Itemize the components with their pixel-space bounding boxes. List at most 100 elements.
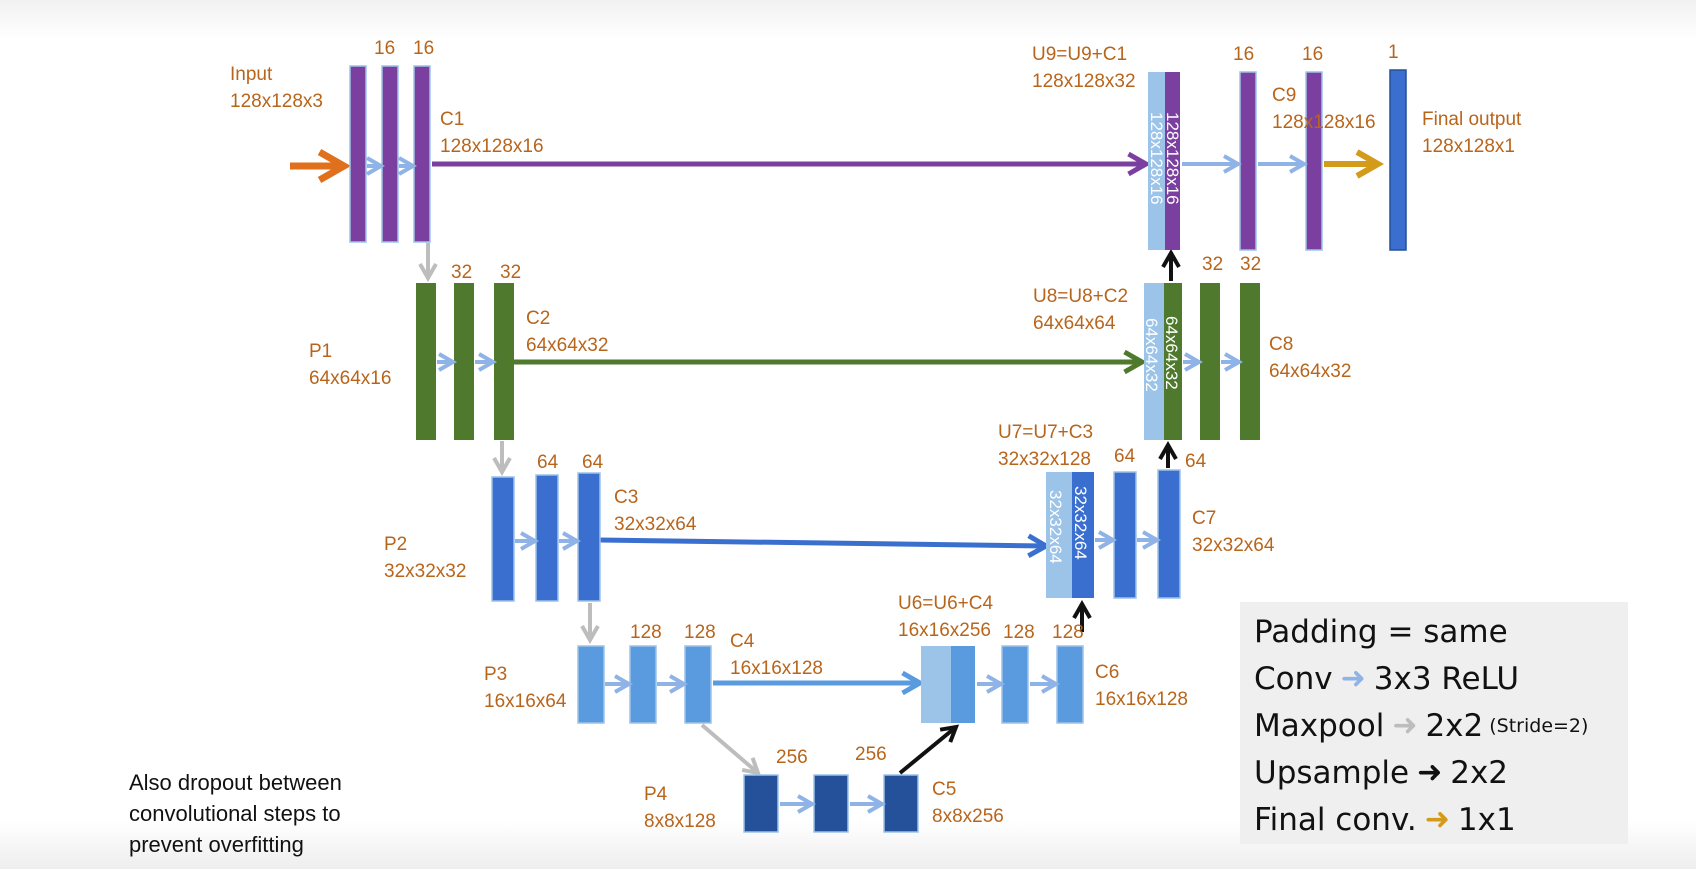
c4-block-2: [684, 645, 712, 724]
c7-filters-1: 64: [1114, 446, 1136, 467]
dropout-footnote: Also dropout between convolutional steps…: [129, 767, 429, 860]
c1-filters-2: 16: [413, 38, 434, 59]
legend-final-value: 1x1: [1457, 801, 1516, 838]
c3-filters-1: 64: [537, 452, 559, 473]
legend-maxpool-label: Maxpool: [1254, 707, 1385, 744]
legend-upsample-label: Upsample: [1254, 754, 1410, 791]
u9-bar-dark-label: 128x128x16: [1163, 112, 1182, 205]
legend-box: Padding = same Conv ➜ 3x3 ReLU Maxpool ➜…: [1240, 602, 1628, 844]
c1-filters-1: 16: [374, 38, 395, 59]
c6-filters-1: 128: [1003, 622, 1035, 643]
c5-filters-2: 256: [855, 744, 887, 765]
legend-maxpool: Maxpool ➜ 2x2 (Stride=2): [1254, 702, 1628, 749]
legend-maxpool-note: (Stride=2): [1489, 714, 1589, 737]
c9-filters-1: 16: [1233, 44, 1254, 65]
c8-filters-1: 32: [1202, 254, 1223, 275]
footnote-line-2: convolutional steps to: [129, 801, 341, 826]
u7-block-up: [1072, 472, 1094, 598]
legend-conv: Conv ➜ 3x3 ReLU: [1254, 655, 1628, 702]
u8-block-up: [1164, 283, 1182, 440]
skip-arrow-c3-u7: [599, 533, 1052, 558]
c1-block-3: [413, 65, 431, 243]
maxpool-arrow-c4-p4: [700, 723, 762, 776]
c4-filters-1: 128: [630, 622, 662, 643]
legend-conv-value: 3x3 ReLU: [1373, 660, 1520, 697]
legend-upsample: Upsample ➜ 2x2: [1254, 749, 1628, 796]
c2-block-1: [454, 283, 474, 440]
c8-block-1: [1200, 283, 1220, 440]
c6-block-1: [1001, 645, 1029, 724]
legend-conv-label: Conv: [1254, 660, 1333, 697]
u8-bar-dark-label: 64x64x32: [1162, 316, 1181, 390]
legend-final-label: Final conv.: [1254, 801, 1417, 838]
u7-bar-dark-label: 32x32x64: [1071, 486, 1090, 560]
final-filters: 1: [1388, 42, 1399, 63]
c7-filters-2: 64: [1185, 451, 1207, 472]
c2-filters-1: 32: [451, 262, 472, 283]
conv-arrow-icon: ➜: [1340, 661, 1366, 696]
c5-block-1: [813, 774, 849, 833]
legend-padding-text: Padding = same: [1254, 613, 1508, 650]
legend-maxpool-value: 2x2: [1425, 707, 1484, 744]
u9-block-skip: [1148, 72, 1165, 250]
c7-block-2: [1157, 469, 1181, 599]
u6-block-skip: [921, 646, 951, 723]
c4-filters-2: 128: [684, 622, 716, 643]
u8-bar-light-label: 64x64x32: [1142, 318, 1161, 392]
c8-filters-2: 32: [1240, 254, 1261, 275]
c7-block-1: [1113, 471, 1137, 599]
c1-block-1: [349, 65, 367, 243]
c9-filters-2: 16: [1302, 44, 1323, 65]
p2-block: [491, 476, 515, 602]
p4-block: [743, 774, 779, 833]
c5-block-2: [883, 774, 919, 833]
u9-block-up: [1165, 72, 1180, 250]
legend-padding: Padding = same: [1254, 608, 1628, 655]
c1-block-2: [381, 65, 399, 243]
c3-block-2: [577, 472, 601, 602]
legend-upsample-value: 2x2: [1450, 754, 1509, 791]
c2-block-2: [494, 283, 514, 440]
u8-block-skip: [1144, 283, 1164, 440]
legend-final-conv: Final conv. ➜ 1x1: [1254, 796, 1628, 843]
p1-block: [416, 283, 436, 440]
c8-block-2: [1240, 283, 1260, 440]
c2-filters-2: 32: [500, 262, 521, 283]
u7-block-skip: [1046, 472, 1072, 598]
c3-block-1: [535, 474, 559, 602]
upsample-arrow-icon: ➜: [1417, 755, 1443, 790]
u9-bar-light-label: 128x128x16: [1147, 112, 1166, 205]
maxpool-arrow-icon: ➜: [1392, 708, 1418, 743]
c3-filters-2: 64: [582, 452, 604, 473]
final-conv-arrow-icon: ➜: [1424, 802, 1450, 837]
c9-block-2: [1305, 71, 1323, 251]
footnote-line-3: prevent overfitting: [129, 832, 304, 857]
upsample-arrow-c5-u6: [898, 724, 960, 775]
c9-block-1: [1239, 71, 1257, 251]
c6-block-2: [1056, 645, 1084, 724]
c6-filters-2: 128: [1052, 622, 1084, 643]
c4-block-1: [629, 645, 657, 724]
p3-block: [577, 645, 605, 724]
footnote-line-1: Also dropout between: [129, 770, 342, 795]
